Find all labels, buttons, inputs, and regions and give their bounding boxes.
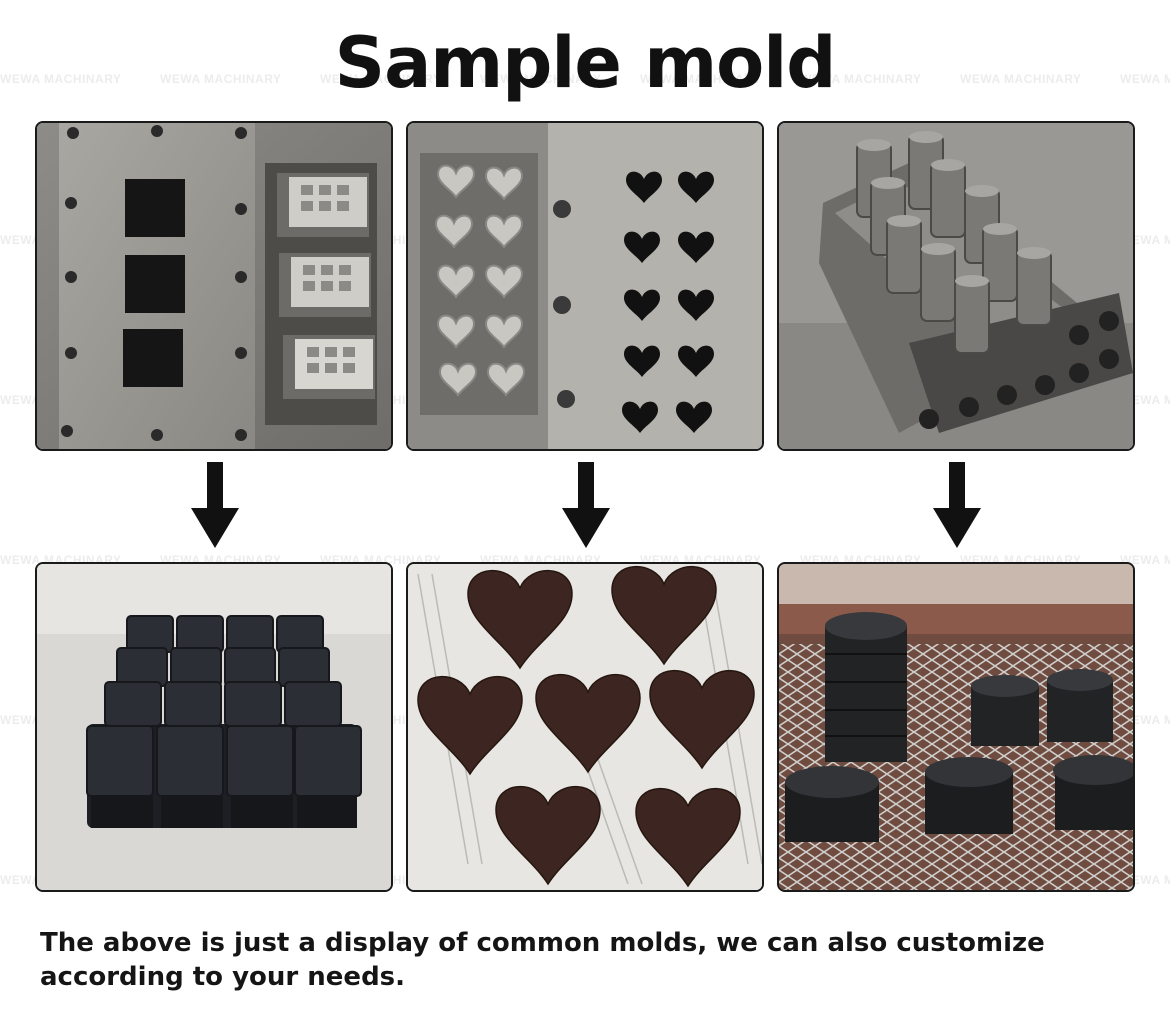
heart-briquettes-image — [406, 562, 764, 892]
watermark-text: WEWA MACHINARY — [1120, 72, 1170, 86]
arrow-down-icon — [933, 462, 981, 548]
page-title: Sample mold — [334, 22, 837, 104]
heart-mold-image — [406, 121, 764, 451]
round-briquettes-image — [777, 562, 1135, 892]
watermark-text: WEWA MACHINARY — [480, 72, 602, 86]
watermark-row: WEWA MACHINARY WEWA MACHINARY WEWA MACHINA… — [0, 72, 1170, 88]
square-briquettes-image — [35, 562, 393, 892]
arrow-down-icon — [562, 462, 610, 548]
watermark-text: WEWA MACHINARY — [960, 72, 1082, 86]
round-mold-image — [777, 121, 1135, 451]
watermark-text: WEWA MACHINARY — [160, 72, 282, 86]
watermark-text: WEWA MACHINARY — [0, 72, 122, 86]
arrow-down-icon — [191, 462, 239, 548]
watermark-text: WEWA MACHINARY — [640, 72, 762, 86]
square-mold-image — [35, 121, 393, 451]
watermark-text: WEWA MACHINARY — [320, 72, 442, 86]
watermark-text: WEWA MACHINARY — [800, 72, 922, 86]
footer-note: The above is just a display of common mo… — [40, 928, 1045, 992]
